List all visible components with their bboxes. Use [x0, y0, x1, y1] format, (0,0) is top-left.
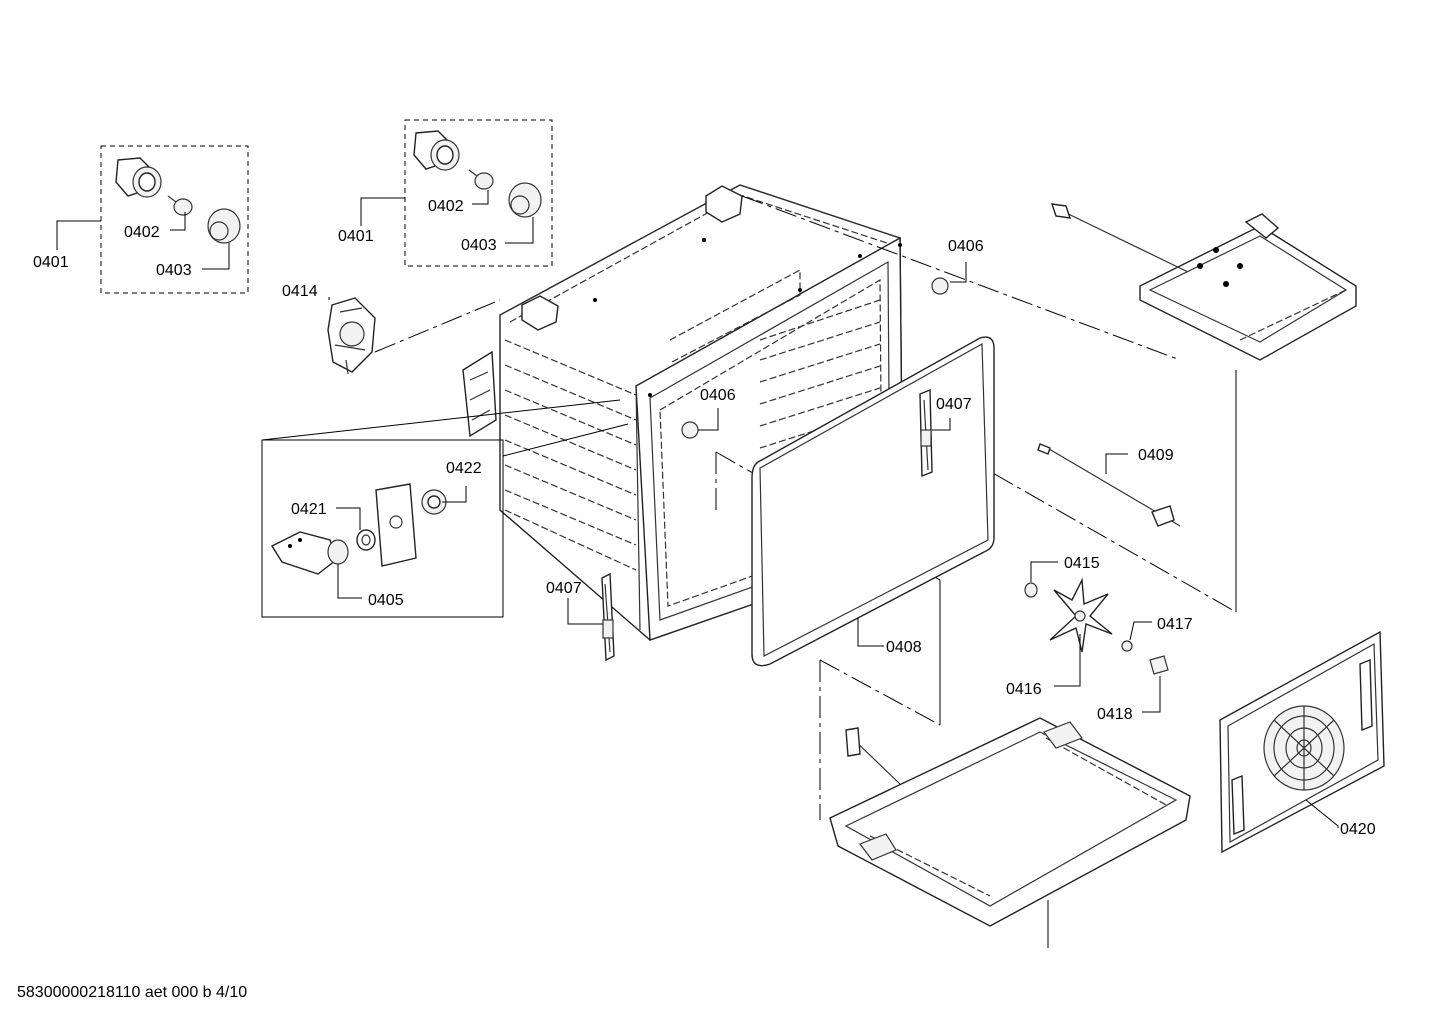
part-label: 0401: [338, 228, 374, 245]
part-label: 0406: [948, 238, 984, 255]
screw-part: [681, 408, 719, 439]
lamp-cover-part: [207, 208, 241, 244]
screw-part: [931, 262, 967, 295]
washer-part: [356, 529, 376, 551]
part-label: 0422: [446, 460, 482, 477]
part-label: 0403: [156, 262, 192, 279]
part-label: 0416: [1006, 681, 1042, 698]
fan-blade-part: [1049, 577, 1113, 687]
temperature-sensor-part: [1037, 443, 1181, 527]
lamp-cover-part: [508, 182, 542, 218]
mounting-plate-part: [375, 483, 417, 567]
fan-nut-part: [1121, 621, 1152, 652]
part-label: 0408: [886, 639, 922, 656]
hinge-part: [919, 388, 951, 478]
part-label: 0415: [1064, 555, 1100, 572]
door-seal-part: [751, 336, 995, 667]
hinge-part: [567, 572, 615, 662]
drawing-reference-number: 58300000218110 aet 000 b 4/10: [17, 984, 247, 1001]
back-panel-part: [1219, 630, 1385, 854]
bottom-heater-part: [829, 717, 1191, 927]
fan-washer-part: [1024, 561, 1058, 598]
part-label: 0403: [461, 237, 497, 254]
part-label: 0420: [1340, 821, 1376, 838]
part-label: 0414: [282, 283, 318, 300]
part-label: 0406: [700, 387, 736, 404]
part-label: 0407: [936, 396, 972, 413]
part-label: 0418: [1097, 706, 1133, 723]
lamp-assembly-group-a: [56, 145, 249, 294]
lamp-detail-inset: [261, 399, 629, 618]
lamp-assembly-group-b: [360, 119, 553, 267]
part-label: 0407: [546, 580, 582, 597]
lamp-holder-part: [115, 157, 162, 198]
part-label: 0409: [1138, 447, 1174, 464]
part-label: 0417: [1157, 616, 1193, 633]
lamp-holder-part: [413, 130, 460, 171]
lamp-socket-part: [270, 531, 349, 575]
part-label: 0401: [33, 254, 69, 271]
top-heater-part: [1050, 203, 1357, 361]
part-label: 0402: [428, 198, 464, 215]
bulb-part: [167, 195, 193, 216]
part-label: 0421: [291, 501, 327, 518]
fan-cap-part: [1142, 655, 1169, 713]
part-label: 0405: [368, 592, 404, 609]
part-label: 0402: [124, 224, 160, 241]
fan-motor-part: [327, 297, 501, 375]
bulb-part: [468, 169, 494, 190]
nut-part: [421, 489, 447, 515]
